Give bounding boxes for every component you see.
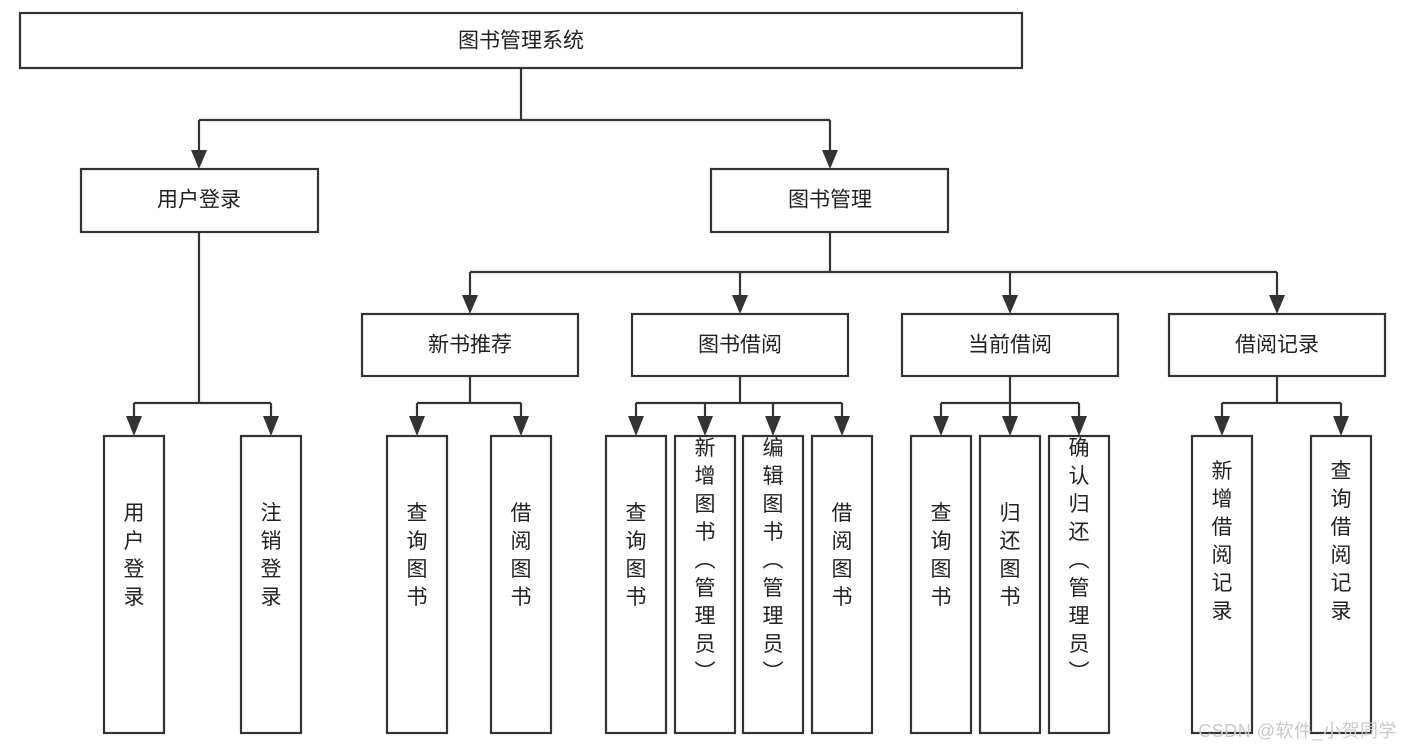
node-leaf-borrow-book-2[interactable]: 借阅图书 [810, 434, 874, 735]
arrow-cb-to-leaf-0 [933, 416, 949, 436]
node-current-borrow-box[interactable] [900, 312, 1120, 378]
node-book-manage-label: 图书管理 [788, 189, 872, 212]
node-current-borrow-label: 当前借阅 [968, 334, 1052, 357]
arrow-bb-to-leaf-3 [834, 416, 850, 436]
node-leaf-borrow-book-1-box[interactable] [489, 434, 553, 735]
node-leaf-query-book-1-label: 查询图书 [407, 502, 428, 609]
node-leaf-add-record-label: 新增借阅记录 [1212, 460, 1233, 623]
node-leaf-user-login-label: 用户登录 [124, 502, 145, 609]
node-leaf-confirm-return-box[interactable] [1047, 434, 1111, 735]
node-borrow-record[interactable]: 借阅记录 [1167, 312, 1387, 378]
node-leaf-user-login[interactable]: 用户登录 [102, 434, 166, 735]
connector-layer [126, 68, 1349, 436]
node-leaf-confirm-return[interactable]: 确认归还︵管理员︶ [1047, 434, 1111, 735]
node-leaf-query-record-label: 查询借阅记录 [1331, 460, 1352, 623]
node-leaf-user-logout-label: 注销登录 [261, 502, 282, 609]
node-leaf-query-book-3-box[interactable] [909, 434, 973, 735]
node-leaf-query-book-1-box[interactable] [385, 434, 449, 735]
csdn-watermark: CSDN @软件_小贺同学 [1198, 721, 1397, 741]
node-leaf-add-record-box[interactable] [1190, 434, 1254, 735]
node-borrow-record-box[interactable] [1167, 312, 1387, 378]
node-leaf-confirm-return-label: 确认归还︵管理员︶ [1069, 437, 1090, 684]
arrow-book-manage-to-l3-0 [462, 295, 478, 314]
node-new-book-recommend-label: 新书推荐 [428, 334, 512, 357]
node-leaf-query-book-2[interactable]: 查询图书 [604, 434, 668, 735]
node-root-label: 图书管理系统 [458, 30, 584, 53]
node-new-book-recommend[interactable]: 新书推荐 [360, 312, 580, 378]
node-new-book-recommend-box[interactable] [360, 312, 580, 378]
node-book-borrow[interactable]: 图书借阅 [630, 312, 850, 378]
arrow-br-to-leaf-0 [1214, 416, 1230, 436]
arrow-user-login-to-leaf-0 [126, 416, 142, 436]
node-leaf-add-book[interactable]: 新增图书︵管理员︶ [673, 434, 737, 735]
node-leaf-borrow-book-2-label: 借阅图书 [832, 502, 853, 609]
arrow-root-to-user-login [191, 150, 207, 169]
node-user-login-label: 用户登录 [157, 189, 241, 212]
node-root-box[interactable] [18, 11, 1024, 70]
node-leaf-borrow-book-1-label: 借阅图书 [511, 502, 532, 609]
node-leaf-add-book-box[interactable] [673, 434, 737, 735]
arrow-nbr-to-leaf-1 [513, 416, 529, 436]
node-leaf-query-book-1[interactable]: 查询图书 [385, 434, 449, 735]
node-leaf-edit-book-box[interactable] [741, 434, 805, 735]
arrow-book-manage-to-l3-1 [732, 295, 748, 314]
arrow-br-to-leaf-1 [1333, 416, 1349, 436]
node-leaf-add-book-label: 新增图书︵管理员︶ [695, 437, 716, 684]
arrow-bb-to-leaf-2 [765, 416, 781, 436]
arrow-nbr-to-leaf-0 [409, 416, 425, 436]
arrow-book-manage-to-l3-3 [1269, 295, 1285, 314]
node-leaf-return-book[interactable]: 归还图书 [978, 434, 1042, 735]
node-leaf-query-book-3-label: 查询图书 [931, 502, 952, 609]
node-root[interactable]: 图书管理系统 [18, 11, 1024, 70]
node-leaf-user-login-box[interactable] [102, 434, 166, 735]
node-current-borrow[interactable]: 当前借阅 [900, 312, 1120, 378]
node-book-manage[interactable]: 图书管理 [709, 167, 950, 234]
node-leaf-query-book-2-label: 查询图书 [626, 502, 647, 609]
arrow-user-login-to-leaf-1 [263, 416, 279, 436]
node-user-login[interactable]: 用户登录 [79, 167, 320, 234]
arrow-cb-to-leaf-1 [1002, 416, 1018, 436]
node-leaf-edit-book[interactable]: 编辑图书︵管理员︶ [741, 434, 805, 735]
arrow-bb-to-leaf-1 [697, 416, 713, 436]
node-borrow-record-label: 借阅记录 [1235, 334, 1319, 357]
arrow-book-manage-to-l3-2 [1002, 295, 1018, 314]
arrow-cb-to-leaf-2 [1071, 416, 1087, 436]
node-book-manage-box[interactable] [709, 167, 950, 234]
node-leaf-query-book-3[interactable]: 查询图书 [909, 434, 973, 735]
node-leaf-borrow-book-1[interactable]: 借阅图书 [489, 434, 553, 735]
node-leaf-query-record-box[interactable] [1309, 434, 1373, 735]
node-leaf-edit-book-label: 编辑图书︵管理员︶ [763, 437, 784, 684]
node-leaf-query-record[interactable]: 查询借阅记录 [1309, 434, 1373, 735]
node-leaf-return-book-box[interactable] [978, 434, 1042, 735]
node-leaf-return-book-label: 归还图书 [1000, 502, 1021, 609]
arrow-root-to-book-manage [822, 150, 838, 169]
node-user-login-box[interactable] [79, 167, 320, 234]
arrow-bb-to-leaf-0 [628, 416, 644, 436]
node-leaf-user-logout[interactable]: 注销登录 [239, 434, 303, 735]
node-leaf-user-logout-box[interactable] [239, 434, 303, 735]
node-leaf-borrow-book-2-box[interactable] [810, 434, 874, 735]
node-leaf-query-book-2-box[interactable] [604, 434, 668, 735]
node-book-borrow-label: 图书借阅 [698, 334, 782, 357]
node-leaf-add-record[interactable]: 新增借阅记录 [1190, 434, 1254, 735]
node-book-borrow-box[interactable] [630, 312, 850, 378]
